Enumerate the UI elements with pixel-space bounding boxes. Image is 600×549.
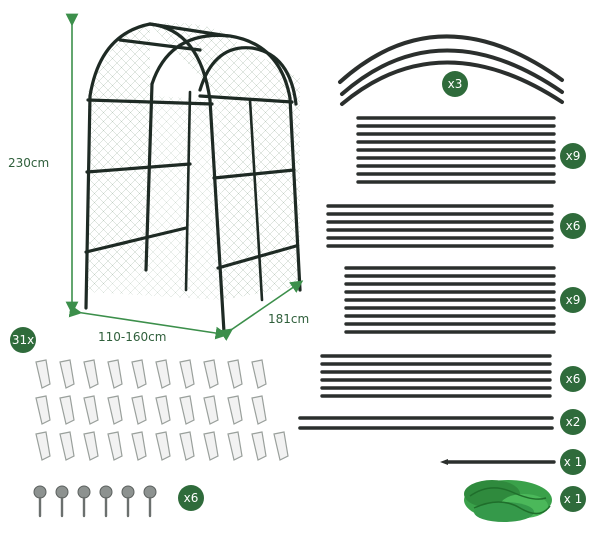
trellis-netting [88,22,300,301]
pole-group-3-count-badge: x9 [560,287,586,313]
ground-stake-count-badge: x 1 [560,449,586,475]
net-bundle [464,480,552,522]
net-count-badge: x 1 [560,486,586,512]
long-poles [298,416,554,430]
screw-set [33,485,157,518]
pole-group-2-count-badge: x6 [560,213,586,239]
pole-group-4-count-badge: x6 [560,366,586,392]
dimension-lines [65,13,304,341]
arch-parts [338,34,564,106]
clip-set [35,359,289,461]
arches-count-badge: x3 [442,71,468,97]
pole-group-4 [320,354,552,398]
depth-label: 181cm [268,312,310,326]
clips-count-badge: 31x [10,327,36,353]
pole-group-3 [344,266,556,334]
pole-group-1-count-badge: x9 [560,143,586,169]
pole-group-1 [356,116,556,184]
height-label: 230cm [8,156,50,170]
ground-stake [440,459,556,465]
screws-count-badge: x6 [178,485,204,511]
width-label: 110-160cm [98,330,167,344]
pole-group-2 [326,204,554,248]
trellis-frame [84,22,302,334]
long-poles-count-badge: x2 [560,409,586,435]
